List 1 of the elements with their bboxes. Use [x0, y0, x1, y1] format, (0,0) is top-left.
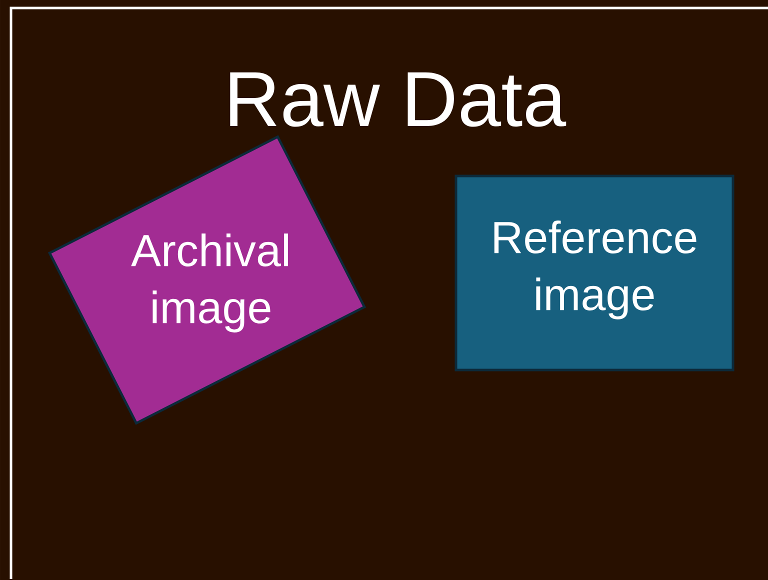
process-box: Reference image: [454, 174, 734, 372]
